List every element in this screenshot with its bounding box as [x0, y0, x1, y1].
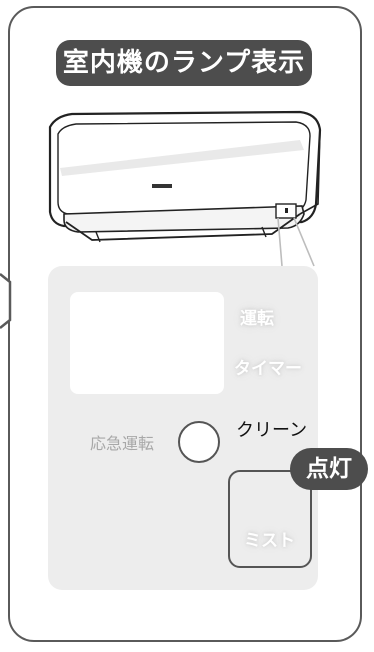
lamp-clean: クリーン — [236, 420, 308, 441]
lamp-mist: ミスト — [244, 531, 295, 551]
mist-lamp-highlight — [228, 470, 312, 568]
emergency-operation-button[interactable] — [178, 421, 220, 463]
lamp-operation: 運転 — [240, 309, 274, 329]
display-window — [70, 292, 224, 394]
page-title: 室内機のランプ表示 — [56, 40, 312, 86]
emergency-operation-label: 応急運転 — [90, 434, 155, 453]
lit-status-badge: 点灯 — [290, 448, 368, 490]
lamp-timer: タイマー — [234, 359, 302, 379]
